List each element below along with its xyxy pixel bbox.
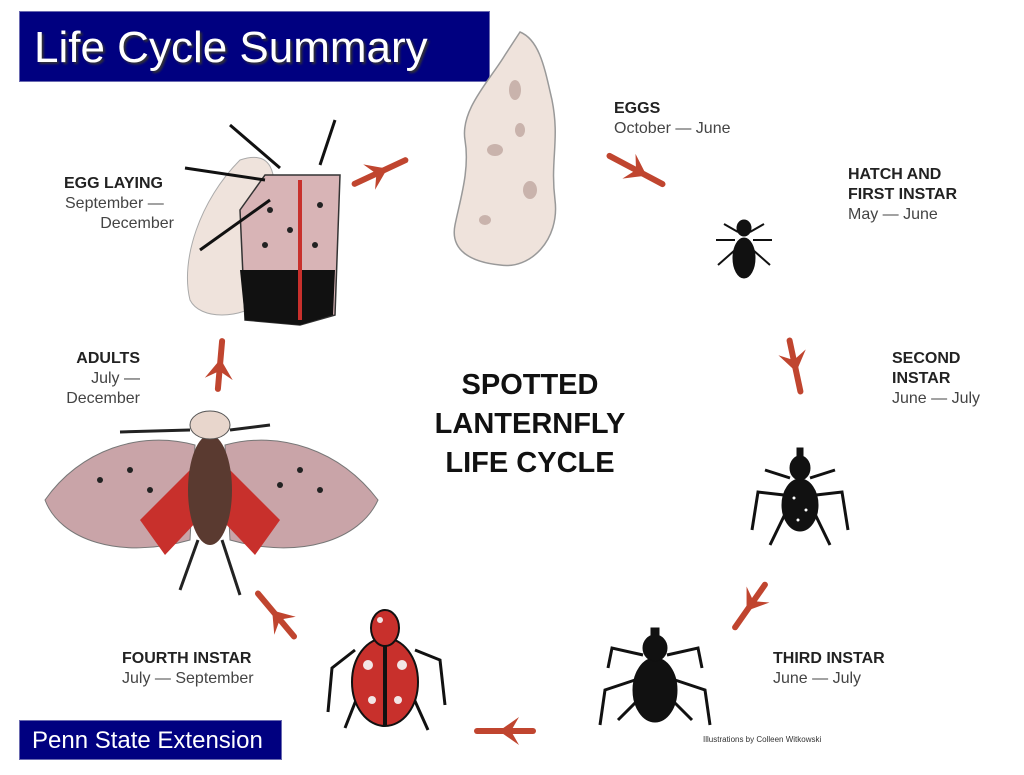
stage-third-instar: THIRD INSTAR June — July — [773, 649, 885, 689]
footer-label: Penn State Extension — [19, 720, 282, 760]
stage-name: FOURTH INSTAR — [122, 650, 252, 667]
arrow-icon — [474, 717, 536, 745]
stage-eggs: EGGS October — June — [614, 99, 731, 139]
arrow-icon — [255, 590, 297, 640]
slide-title: Life Cycle Summary — [19, 11, 490, 82]
stage-name: ADULTS — [76, 350, 140, 367]
stage-name: EGGS — [614, 100, 661, 117]
arrow-icon — [351, 157, 409, 190]
center-title: SPOTTED LANTERNFLY LIFE CYCLE — [410, 366, 650, 483]
stage-second-instar: SECOND INSTAR June — July — [892, 349, 980, 409]
third-instar-illustration — [598, 627, 712, 726]
stage-dates: May — June — [848, 206, 938, 223]
stage-egg-laying: EGG LAYING September — December — [40, 174, 174, 234]
stage-dates: September — — [65, 195, 164, 212]
stage-dates: December — [66, 390, 140, 407]
stage-dates: June — July — [773, 670, 862, 687]
adult-illustration — [44, 410, 379, 596]
stage-name: FIRST INSTAR — [848, 186, 958, 203]
center-title-line: LIFE CYCLE — [445, 447, 615, 479]
stage-dates: December — [100, 215, 174, 232]
arrow-icon — [204, 338, 233, 392]
stage-name: HATCH AND — [848, 166, 942, 183]
stage-fourth-instar: FOURTH INSTAR July — September — [122, 649, 254, 689]
egg-mass-illustration — [453, 31, 557, 267]
cycle-arrows — [204, 152, 806, 745]
center-title-line: LANTERNFLY — [434, 408, 626, 440]
stage-first-instar: HATCH AND FIRST INSTAR May — June — [848, 165, 957, 225]
stage-adults: ADULTS July — December — [40, 349, 140, 409]
stage-dates: June — July — [892, 390, 981, 407]
stage-dates: July — — [91, 370, 140, 387]
arrow-icon — [778, 337, 806, 395]
arrow-icon — [732, 581, 770, 631]
stage-name: THIRD INSTAR — [773, 650, 885, 667]
stage-name: EGG LAYING — [64, 175, 163, 192]
stage-dates: July — September — [122, 670, 254, 687]
arrow-icon — [606, 152, 666, 188]
second-instar-illustration — [750, 447, 850, 546]
first-instar-illustration — [716, 219, 772, 279]
egg-laying-adult-illustration — [184, 119, 341, 326]
center-title-line: SPOTTED — [461, 369, 599, 401]
stage-dates: October — June — [614, 120, 731, 137]
illustration-credit: Illustrations by Colleen Witkowski — [703, 735, 822, 744]
stage-name: INSTAR — [892, 370, 951, 387]
stage-name: SECOND — [892, 350, 961, 367]
fourth-instar-illustration — [326, 609, 447, 731]
